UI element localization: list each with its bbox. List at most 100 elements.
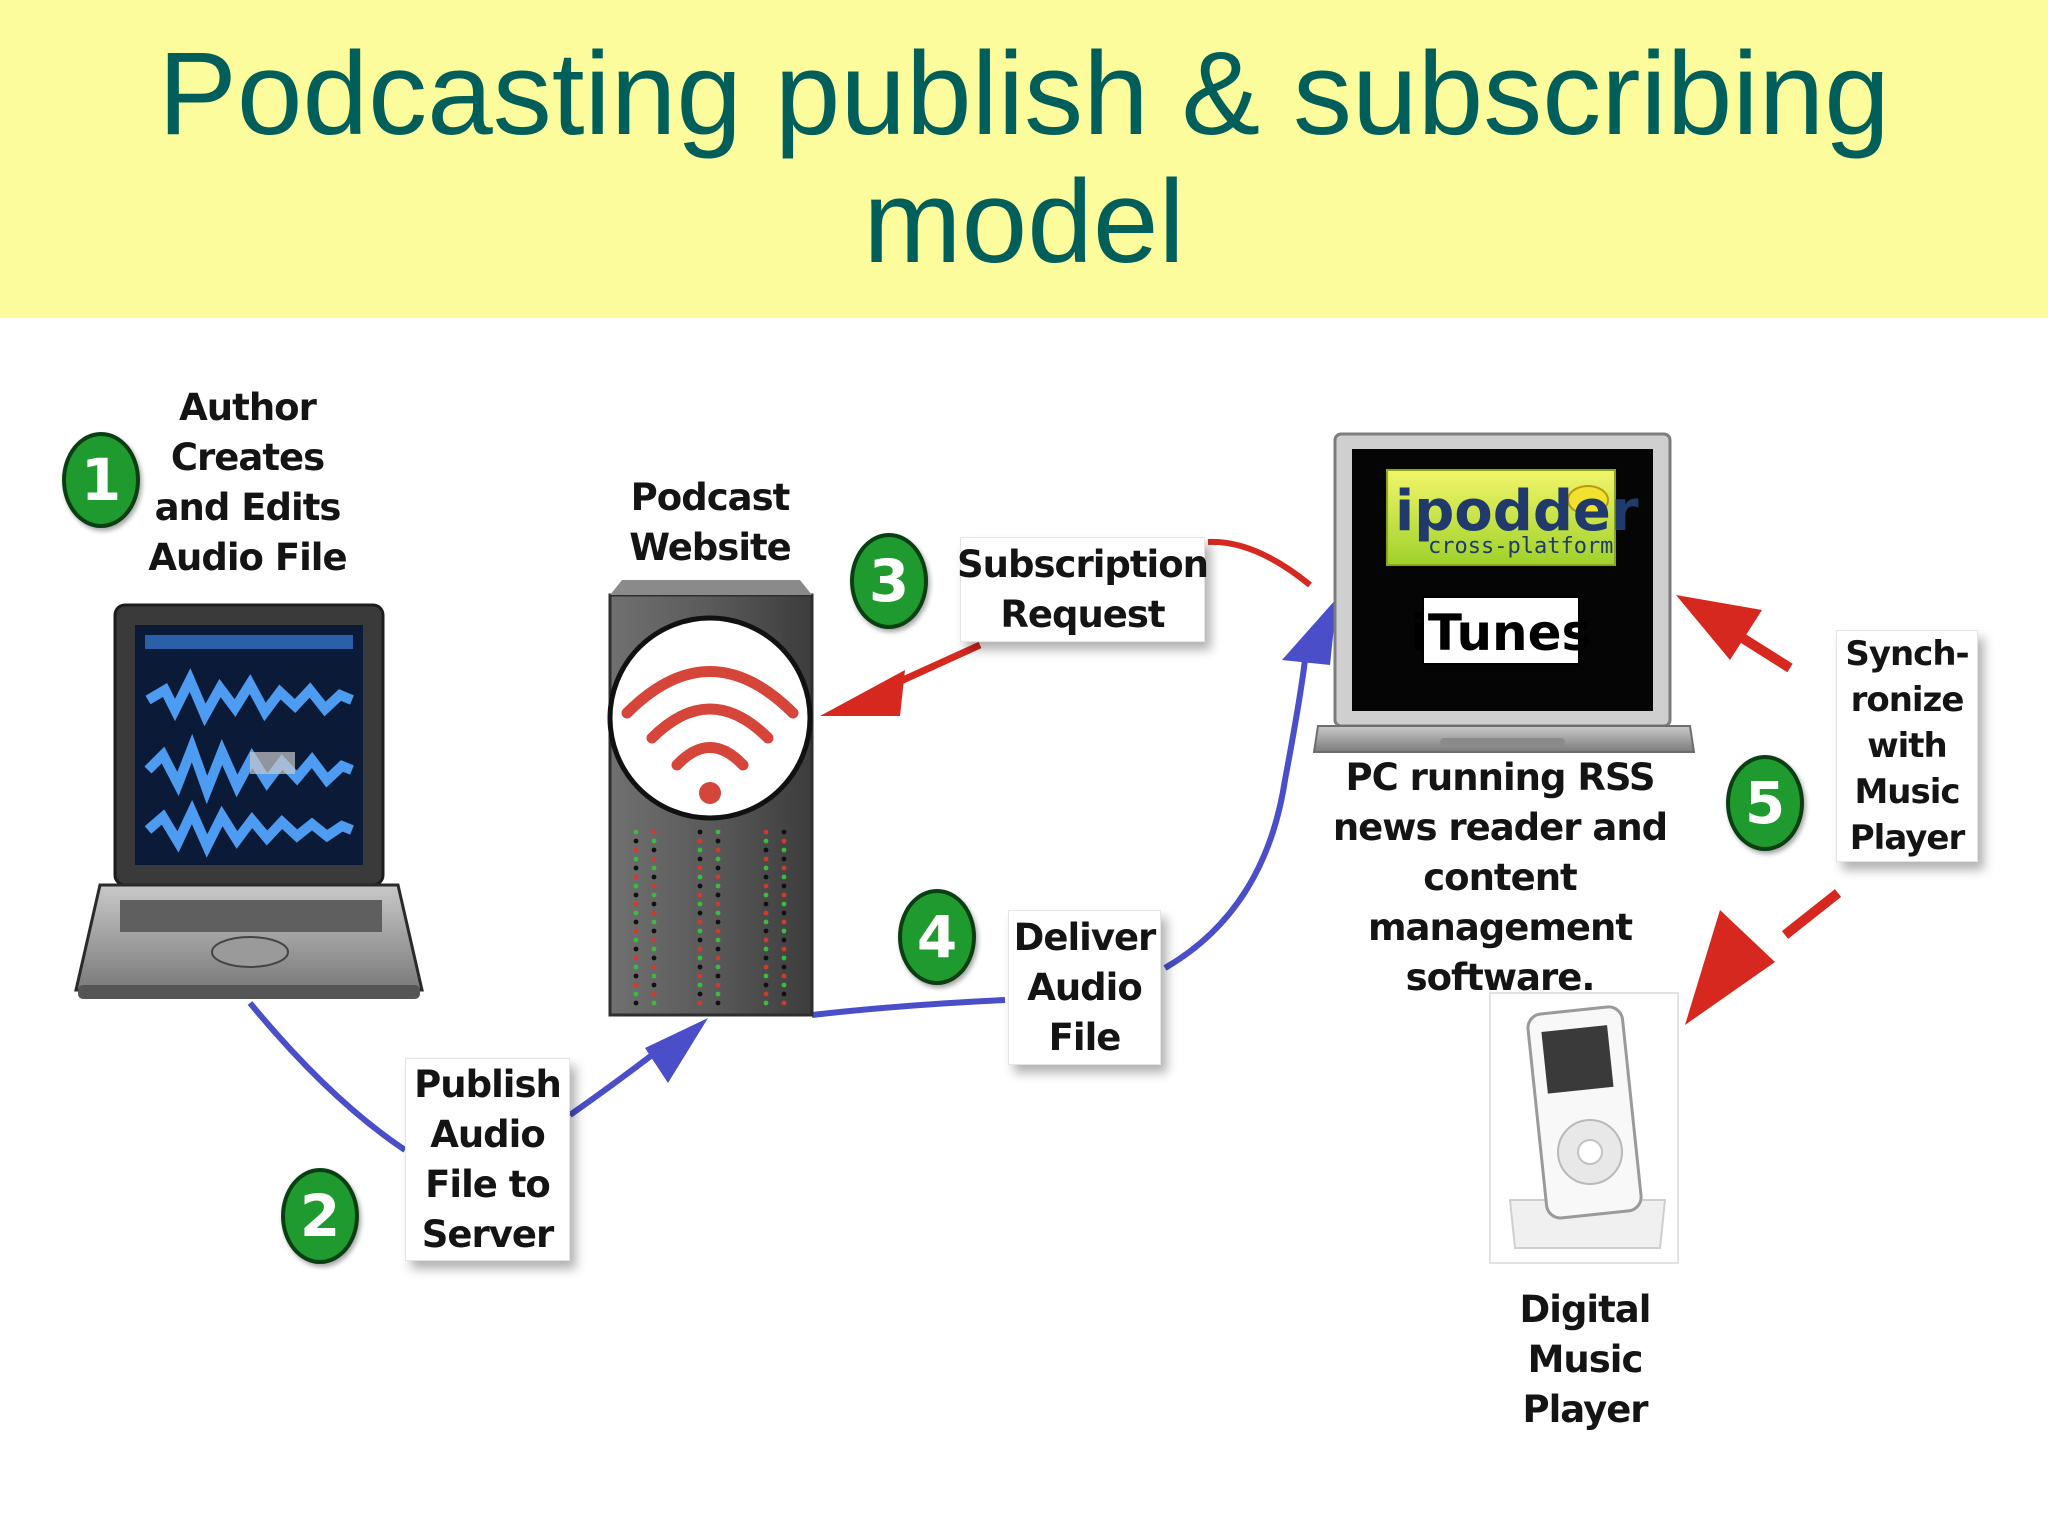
step-2-label-box: Publish Audio File to Server [405,1058,570,1261]
server-led [697,865,703,871]
connector-deliver [811,997,1006,1018]
server-led [715,937,721,943]
server-led [763,865,769,871]
server-led [763,901,769,907]
server-led [781,919,787,925]
server-led [697,973,703,979]
server-led [633,928,639,934]
server-led [633,856,639,862]
ipod-device [1489,992,1679,1264]
server-led [697,910,703,916]
server-led [781,910,787,916]
connector-subscribe-tail [1207,538,1312,588]
server-led [715,964,721,970]
step-2-badge: 2 [281,1168,359,1264]
server-led [763,946,769,952]
server-led [781,838,787,844]
server-led [633,883,639,889]
title-band [0,0,2048,318]
itunes-label: iTunes [1411,604,1592,662]
server-led [633,973,639,979]
wifi-icon [621,666,799,771]
server-led [633,874,639,880]
server-led [651,847,657,853]
server-led [633,937,639,943]
server-led [763,829,769,835]
pc-laptop [1312,432,1696,753]
server-led [697,874,703,880]
server-led [763,874,769,880]
connector-deliver-to-pc [1163,659,1308,971]
server-led [763,973,769,979]
server-led [763,982,769,988]
server-led [715,910,721,916]
server-led [697,901,703,907]
server-led [697,847,703,853]
server-led [651,964,657,970]
player-label: Digital Music Player [1519,1288,1652,1431]
server-led [697,946,703,952]
server-led [633,946,639,952]
server-led [651,838,657,844]
server-led [651,928,657,934]
server-led [697,919,703,925]
server-led [715,874,721,880]
server-led [763,919,769,925]
server-led [781,1000,787,1006]
lemon-icon [1567,485,1609,515]
server-led [715,865,721,871]
server-led [633,892,639,898]
server-led [715,856,721,862]
server-led [763,1000,769,1006]
server-led [651,973,657,979]
server-led [633,964,639,970]
server-led [781,829,787,835]
server-led [715,883,721,889]
server-led [781,982,787,988]
itunes-label-bg [1422,596,1580,665]
waveform-3 [144,799,354,858]
server-led [715,955,721,961]
server-led [651,1000,657,1006]
server-led [715,946,721,952]
server-led [763,856,769,862]
server-led [697,991,703,997]
server-led [763,928,769,934]
server-leds [633,829,787,1006]
server-led [633,919,639,925]
server-led [651,991,657,997]
wifi-disc [607,615,813,821]
arrowhead-subscribe [820,670,905,716]
server-led [651,955,657,961]
server-led [651,883,657,889]
server-led [781,973,787,979]
waveform-1 [145,668,354,727]
ipodder-logo-subtext: cross-platform [1428,534,1613,559]
server-led [633,838,639,844]
server-led [781,946,787,952]
pc-label: PC running RSS news reader and content m… [1332,756,1668,999]
server-led [763,991,769,997]
server-led [763,937,769,943]
server-led [715,982,721,988]
server-led [715,919,721,925]
server-led [633,991,639,997]
server-led [781,964,787,970]
slide-title: Podcasting publish & subscribing model [158,28,1890,288]
trackpad [211,936,289,968]
server-led [633,847,639,853]
server-led [651,892,657,898]
server-led [781,901,787,907]
step-4-badge: 4 [898,889,976,985]
arrowhead-sync-up [1676,595,1762,660]
server-led [715,991,721,997]
server-led [781,937,787,943]
server-led [781,955,787,961]
server-led [715,928,721,934]
server-led [697,856,703,862]
step-5-badge: 5 [1726,755,1804,851]
step-3-label-box: Subscription Request [957,537,1209,642]
server-led [715,901,721,907]
step-4-label-box: Deliver Audio File [1008,910,1161,1065]
arrowhead-deliver [1282,598,1337,665]
